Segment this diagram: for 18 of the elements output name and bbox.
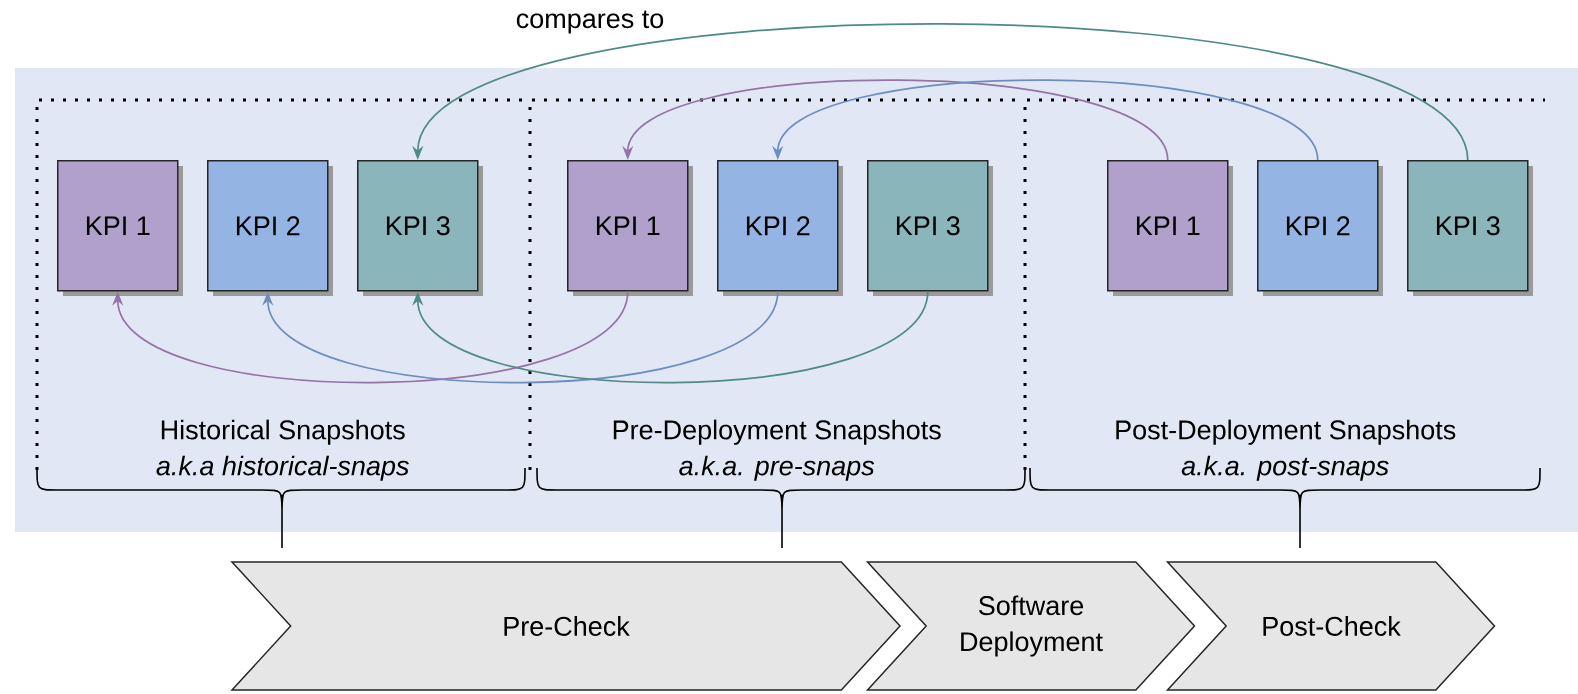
node-label: Pre-Check	[504, 616, 630, 636]
kpi-box: KPI 2	[1257, 160, 1383, 296]
kpi-box: KPI 3	[867, 160, 993, 296]
kpi-box: KPI 1	[57, 160, 183, 296]
chevron-step: Pre-Check	[230, 561, 902, 691]
arrow	[112, 290, 629, 384]
chevron-step: Post-Check	[1165, 561, 1496, 691]
kpi-box: KPI 3	[1407, 160, 1533, 296]
kpi-box: KPI 1	[1107, 160, 1233, 296]
arrow	[412, 290, 929, 384]
chevron-step: Software Deployment	[865, 561, 1196, 691]
kpi-box: KPI 3	[357, 160, 483, 296]
node-label: Software Deployment	[961, 595, 1103, 657]
kpi-box: KPI 1	[567, 160, 693, 296]
edge-label: compares to	[512, 7, 668, 37]
kpi-box: KPI 2	[207, 160, 333, 296]
arrow	[262, 290, 779, 384]
kpi-box: KPI 2	[717, 160, 843, 296]
